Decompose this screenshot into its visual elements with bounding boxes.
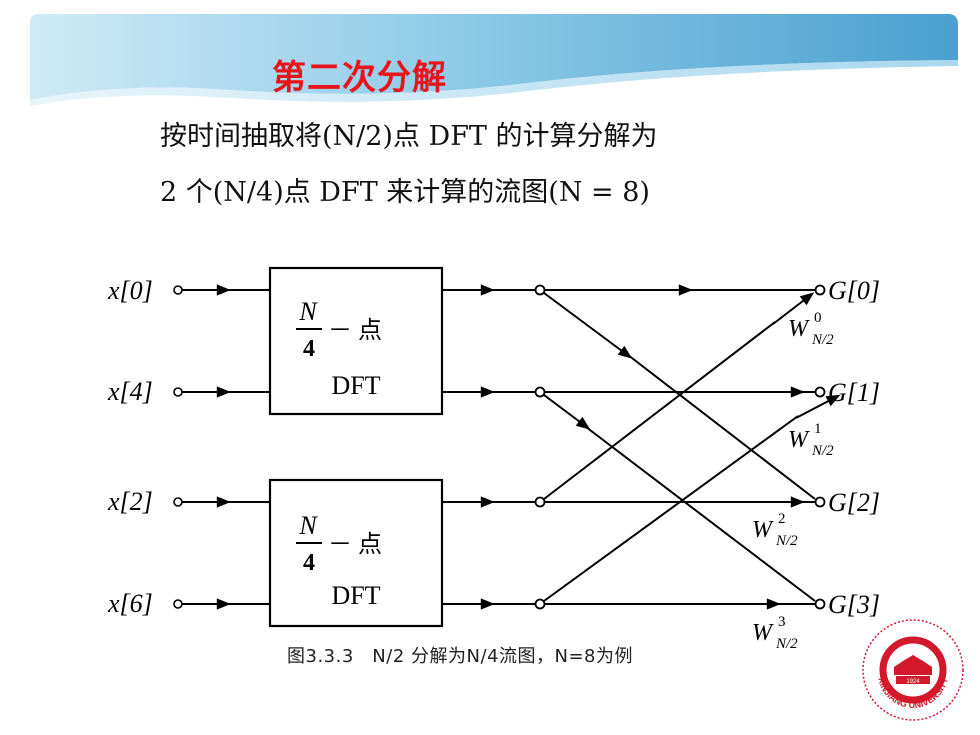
diagonal-2-to-0-arrow (772, 292, 815, 325)
dft-top-suffix: － 点 (328, 317, 382, 344)
twiddle-exp: 3 (778, 614, 786, 630)
diagonal-0-to-2-arrow (543, 292, 633, 359)
dft-bottom-fraction-den: 4 (303, 550, 315, 576)
diagonal-3-to-1-arrow (795, 394, 841, 419)
output-node-0 (814, 284, 826, 296)
middle-node-1 (534, 386, 546, 398)
output-label-g3: G[3] (828, 590, 880, 619)
output-node-1 (814, 386, 826, 398)
twiddle-factor-3: W 3 N/2 (752, 614, 798, 652)
output-node-2 (814, 496, 826, 508)
description-line-1: 按时间抽取将(N/2)点 DFT 的计算分解为 (160, 121, 658, 152)
dft-bottom-label: DFT (331, 581, 380, 610)
input-label-x0: x[0] (107, 276, 153, 305)
header-banner (30, 14, 958, 106)
dft-block-top (268, 266, 444, 416)
twiddle-sub: N/2 (811, 443, 834, 459)
output-nodes (814, 284, 826, 610)
description-line-2: 2 个(N/4)点 DFT 来计算的流图(N = 8) (160, 177, 650, 208)
twiddle-base: W (788, 427, 810, 453)
input-nodes (173, 285, 183, 609)
input-node-3 (173, 599, 183, 609)
input-label-x6: x[6] (107, 589, 153, 618)
twiddle-sub: N/2 (775, 533, 798, 549)
twiddle-factor-0: W 0 N/2 (788, 310, 834, 348)
slide-title: 第二次分解 (272, 58, 447, 98)
twiddle-base: W (752, 517, 774, 543)
block-output-branches (442, 284, 537, 610)
input-node-0 (173, 285, 183, 295)
twiddle-factor-2: W 2 N/2 (752, 511, 798, 549)
diagonal-1-to-3-arrow (543, 394, 591, 430)
twiddle-exp: 1 (814, 421, 822, 437)
output-label-g0: G[0] (828, 276, 880, 305)
twiddle-sub: N/2 (811, 332, 834, 348)
seal-base (896, 676, 930, 684)
diagonal-1-to-3 (585, 426, 816, 602)
diagonal-3-to-1 (543, 415, 799, 602)
seal-building (894, 655, 932, 675)
dft-bottom-suffix: － 点 (328, 531, 382, 558)
middle-node-0 (534, 284, 546, 296)
twiddle-factor-1: W 1 N/2 (788, 421, 834, 459)
input-node-2 (173, 497, 183, 507)
twiddle-exp: 0 (814, 310, 822, 326)
middle-nodes (534, 284, 546, 610)
dft-top-label: DFT (331, 371, 380, 400)
output-node-3 (814, 598, 826, 610)
seal-inner-disc (879, 636, 947, 704)
twiddle-exp: 2 (778, 511, 786, 527)
dft-top-fraction-num: N (298, 297, 318, 326)
dft-bottom-fraction-num: N (298, 511, 318, 540)
university-seal-icon: 1924 XINJIANG UNIVERSITY (862, 619, 964, 721)
dft-block-bottom (268, 478, 444, 628)
butterfly-branches (543, 284, 841, 610)
dft-top-fraction-den: 4 (303, 336, 315, 362)
input-label-x4: x[4] (107, 377, 153, 406)
twiddle-base: W (788, 316, 810, 342)
seal-outer-ring (862, 619, 964, 721)
input-label-x2: x[2] (107, 487, 153, 516)
figure-caption: 图3.3.3 N/2 分解为N/4流图，N=8为例 (287, 646, 633, 667)
input-branches (182, 284, 270, 610)
diagonal-2-to-0 (543, 321, 776, 500)
seal-year: 1924 (906, 679, 920, 685)
twiddle-sub: N/2 (775, 636, 798, 652)
diagonal-0-to-2 (627, 354, 816, 500)
output-label-g2: G[2] (828, 488, 880, 517)
middle-node-3 (534, 598, 546, 610)
middle-node-2 (534, 496, 546, 508)
input-node-1 (173, 387, 183, 397)
output-label-g1: G[1] (828, 378, 880, 407)
twiddle-base: W (752, 620, 774, 646)
